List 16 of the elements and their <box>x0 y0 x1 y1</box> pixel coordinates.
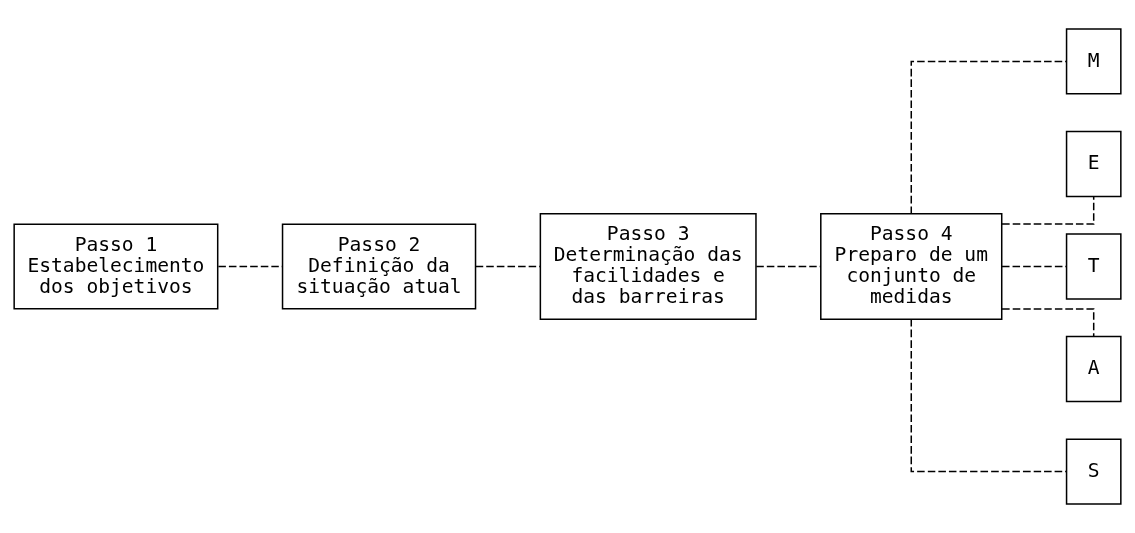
node-box: Passo 1 Estabelecimento dos objetivos <box>13 223 219 310</box>
connector <box>755 265 822 268</box>
node-box: A <box>1065 335 1122 403</box>
connector <box>1001 308 1095 337</box>
node-box: Passo 3 Determinação das facilidades e das barreiras <box>539 212 757 321</box>
connector <box>910 60 1068 215</box>
node-box: T <box>1065 233 1122 300</box>
node-box: M <box>1065 28 1122 95</box>
connector <box>475 265 541 268</box>
connector <box>1001 196 1095 225</box>
node-box: E <box>1065 130 1122 198</box>
connector <box>1001 265 1067 268</box>
node-box: S <box>1065 438 1122 505</box>
node-box: Passo 4 Preparo de um conjunto de medidas <box>820 212 1003 321</box>
connector <box>910 318 1068 473</box>
node-box: Passo 2 Definição da situação atual <box>281 223 477 310</box>
